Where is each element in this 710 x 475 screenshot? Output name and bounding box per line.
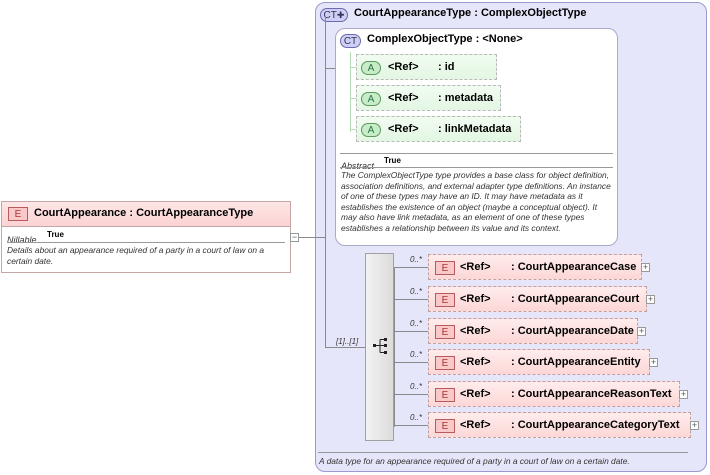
attribute-id[interactable]: A <Ref> : id [356, 54, 497, 80]
child-ref: <Ref> [460, 356, 491, 368]
base-type-badge: CT [340, 34, 361, 48]
root-element-box[interactable]: E CourtAppearance : CourtAppearanceType … [1, 201, 291, 273]
sequence-compositor[interactable] [365, 253, 394, 441]
child-ref: <Ref> [460, 261, 491, 273]
element-badge: E [435, 293, 455, 307]
plus-icon[interactable]: + [679, 389, 688, 399]
child-name: : CourtAppearanceCase [511, 261, 637, 273]
minus-icon[interactable]: − [290, 232, 299, 242]
base-type-title: ComplexObjectType : <None> [367, 33, 523, 45]
child-name: : CourtAppearanceCategoryText [511, 419, 680, 431]
element-badge: E [8, 207, 28, 221]
attribute-metadata[interactable]: A <Ref> : metadata [356, 85, 501, 111]
complex-type-description: A data type for an appearance required o… [319, 456, 630, 466]
attribute-badge: A [361, 61, 381, 75]
attribute-badge: A [361, 92, 381, 106]
child-connector [394, 425, 428, 426]
child-occurrence: 0..* [410, 382, 423, 391]
child-connector [394, 299, 428, 300]
child-ref: <Ref> [460, 293, 491, 305]
plus-icon[interactable]: + [637, 326, 646, 336]
element-badge: E [435, 419, 455, 433]
child-name: : CourtAppearanceCourt [511, 293, 640, 305]
element-badge: E [435, 325, 455, 339]
element-badge: E [435, 356, 455, 370]
child-ref: <Ref> [460, 325, 491, 337]
child-connector [394, 362, 428, 363]
plus-icon[interactable]: + [646, 294, 655, 304]
abstract-row: Abstract True [341, 156, 401, 171]
child-name: : CourtAppearanceEntity [511, 356, 641, 368]
child-element-6[interactable]: E <Ref> : CourtAppearanceCategoryText [428, 412, 691, 438]
child-element-1[interactable]: E <Ref> : CourtAppearanceCase [428, 254, 642, 280]
child-occurrence: 0..* [410, 413, 423, 422]
complex-type-badge: CT✚ [320, 8, 348, 22]
root-element-title: CourtAppearance : CourtAppearanceType [34, 207, 254, 219]
sequence-icon [373, 338, 387, 354]
child-ref: <Ref> [460, 419, 491, 431]
child-element-2[interactable]: E <Ref> : CourtAppearanceCourt [428, 286, 647, 312]
attribute-badge: A [361, 123, 381, 137]
child-occurrence: 0..* [410, 350, 423, 359]
child-name: : CourtAppearanceReasonText [511, 388, 672, 400]
root-element-description: Details about an appearance required of … [7, 245, 264, 266]
element-badge: E [435, 261, 455, 275]
plus-icon[interactable]: + [690, 420, 699, 430]
child-occurrence: 0..* [410, 319, 423, 328]
base-type-description: The ComplexObjectType type provides a ba… [341, 170, 611, 233]
child-ref: <Ref> [460, 388, 491, 400]
attribute-linkmetadata[interactable]: A <Ref> : linkMetadata [356, 116, 521, 142]
plus-icon[interactable]: + [649, 357, 658, 367]
child-connector [394, 331, 428, 332]
child-element-5[interactable]: E <Ref> : CourtAppearanceReasonText [428, 381, 680, 407]
sequence-occurrence: [1]..[1] [336, 337, 359, 346]
child-element-4[interactable]: E <Ref> : CourtAppearanceEntity [428, 349, 650, 375]
child-occurrence: 0..* [410, 255, 423, 264]
child-name: : CourtAppearanceDate [511, 325, 634, 337]
child-occurrence: 0..* [410, 287, 423, 296]
plus-icon[interactable]: + [641, 262, 650, 272]
complex-type-title: CourtAppearanceType : ComplexObjectType [354, 7, 587, 19]
element-badge: E [435, 388, 455, 402]
child-connector [394, 267, 428, 268]
child-connector [394, 394, 428, 395]
child-element-3[interactable]: E <Ref> : CourtAppearanceDate [428, 318, 638, 344]
nillable-row: Nillable True [7, 230, 64, 245]
